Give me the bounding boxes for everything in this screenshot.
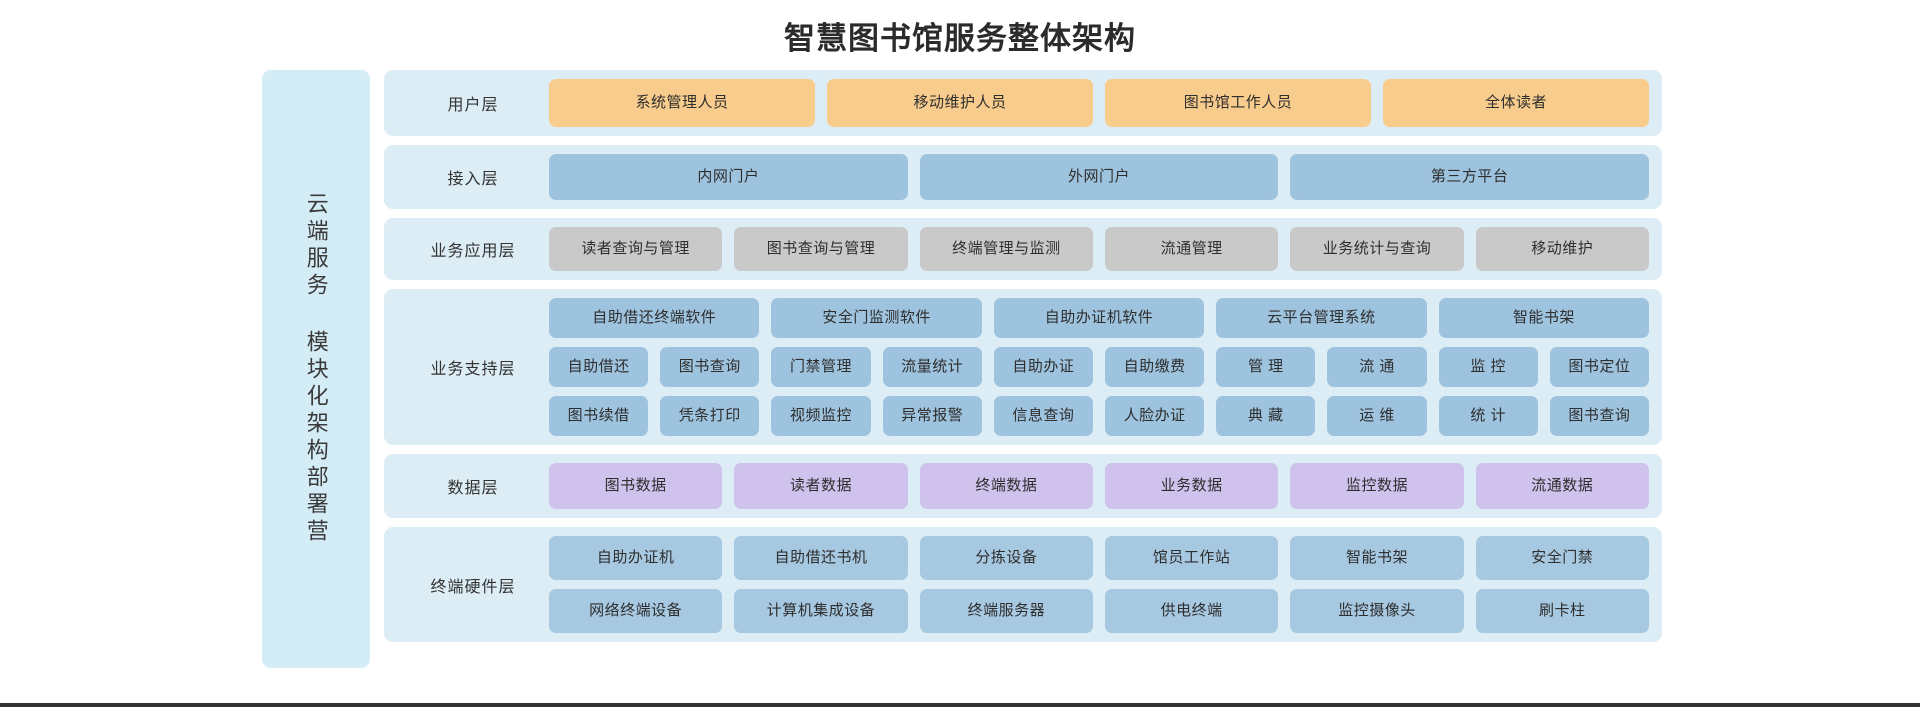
node-user[interactable]: 图书馆工作人员 <box>1105 79 1371 128</box>
node-support[interactable]: 门禁管理 <box>771 347 871 388</box>
node-support[interactable]: 图书查询 <box>1549 396 1650 437</box>
node-support[interactable]: 统 计 <box>1438 396 1538 437</box>
node-hw[interactable]: 自助借还书机 <box>734 536 908 581</box>
node-support[interactable]: 流量统计 <box>882 347 982 388</box>
node-hw[interactable]: 计算机集成设备 <box>734 589 908 634</box>
layer-body-app: 读者查询与管理图书查询与管理终端管理与监测流通管理业务统计与查询移动维护 <box>549 227 1649 272</box>
layer-row: 自助办证机自助借还书机分拣设备馆员工作站智能书架安全门禁 <box>549 536 1649 581</box>
layer-stack: 用户层 系统管理人员移动维护人员图书馆工作人员全体读者接入层 内网门户外网门户第三方… <box>384 70 1662 668</box>
node-access[interactable]: 第三方平台 <box>1290 154 1650 201</box>
cloud-service-banner-label: 云端服务 模块化架构部署营 <box>303 192 329 547</box>
layer-label-support: 业务支持层 <box>430 361 516 379</box>
node-support[interactable]: 自助办证机软件 <box>993 298 1205 339</box>
node-hw[interactable]: 网络终端设备 <box>549 589 723 634</box>
node-support[interactable]: 安全门监测软件 <box>771 298 982 339</box>
node-support[interactable]: 图书定位 <box>1549 347 1650 388</box>
layer-label-access: 接入层 <box>447 171 499 189</box>
node-app[interactable]: 移动维护 <box>1475 227 1649 272</box>
node-support[interactable]: 人脸办证 <box>1105 396 1205 437</box>
diagram-container: 云端服务 模块化架构部署营 用户层 系统管理人员移动维护人员图书馆工作人员全体读者… <box>0 70 1920 669</box>
node-user[interactable]: 系统管理人员 <box>549 79 815 128</box>
node-support[interactable]: 图书续借 <box>549 396 649 437</box>
layer-row: 网络终端设备计算机集成设备终端服务器供电终端监控摄像头刷卡柱 <box>549 589 1649 634</box>
node-data[interactable]: 终端数据 <box>919 463 1093 510</box>
node-support[interactable]: 智能书架 <box>1438 298 1650 339</box>
layer-body-support: 自助借还终端软件安全门监测软件自助办证机软件云平台管理系统智能书架自助借还图书查… <box>549 298 1650 437</box>
node-support[interactable]: 视频监控 <box>771 396 871 437</box>
node-support[interactable]: 典 藏 <box>1216 396 1316 437</box>
layer-hw: 终端硬件层自助办证机自助借还书机分拣设备馆员工作站智能书架安全门禁网络终端设备计… <box>384 527 1662 643</box>
layer-row: 内网门户外网门户第三方平台 <box>549 154 1650 201</box>
node-data[interactable]: 监控数据 <box>1290 463 1464 510</box>
node-support[interactable]: 监 控 <box>1438 347 1538 388</box>
node-support[interactable]: 云平台管理系统 <box>1216 298 1427 339</box>
node-support[interactable]: 图书查询 <box>660 347 760 388</box>
node-support[interactable]: 流 通 <box>1327 347 1427 388</box>
node-hw[interactable]: 馆员工作站 <box>1104 536 1279 581</box>
node-app[interactable]: 读者查询与管理 <box>549 227 723 272</box>
node-access[interactable]: 内网门户 <box>549 154 908 201</box>
node-support[interactable]: 信息查询 <box>993 396 1094 437</box>
node-hw[interactable]: 安全门禁 <box>1475 536 1649 581</box>
node-access[interactable]: 外网门户 <box>919 154 1279 201</box>
node-user[interactable]: 移动维护人员 <box>827 79 1093 128</box>
layer-row: 图书续借凭条打印视频监控异常报警信息查询人脸办证典 藏运 维统 计图书查询 <box>549 396 1650 437</box>
node-hw[interactable]: 监控摄像头 <box>1290 589 1464 634</box>
node-support[interactable]: 自助借还终端软件 <box>549 298 760 339</box>
layer-row: 自助借还终端软件安全门监测软件自助办证机软件云平台管理系统智能书架 <box>549 298 1650 339</box>
layer-support: 业务支持层自助借还终端软件安全门监测软件自助办证机软件云平台管理系统智能书架自助… <box>384 289 1662 446</box>
node-app[interactable]: 业务统计与查询 <box>1290 227 1464 272</box>
node-hw[interactable]: 分拣设备 <box>919 536 1093 581</box>
node-support[interactable]: 管 理 <box>1216 347 1316 388</box>
layer-label-hw: 终端硬件层 <box>430 578 516 596</box>
layer-row: 自助借还图书查询门禁管理流量统计自助办证自助缴费管 理流 通监 控图书定位 <box>549 347 1650 388</box>
node-app[interactable]: 终端管理与监测 <box>919 227 1093 272</box>
node-support[interactable]: 自助办证 <box>993 347 1094 388</box>
node-support[interactable]: 运 维 <box>1327 396 1427 437</box>
layer-body-data: 图书数据读者数据终端数据业务数据监控数据流通数据 <box>549 463 1649 510</box>
node-data[interactable]: 业务数据 <box>1104 463 1279 510</box>
layer-label-app: 业务应用层 <box>430 243 516 261</box>
page-title: 智慧图书馆服务整体架构 <box>784 21 1136 56</box>
node-hw[interactable]: 终端服务器 <box>919 589 1093 634</box>
layer-app: 业务应用层 读者查询与管理图书查询与管理终端管理与监测流通管理业务统计与查询移动维… <box>384 218 1662 281</box>
layer-label-user: 用户层 <box>447 97 499 115</box>
layer-row: 系统管理人员移动维护人员图书馆工作人员全体读者 <box>549 79 1649 128</box>
node-data[interactable]: 读者数据 <box>734 463 908 510</box>
layer-label-data: 数据层 <box>447 480 499 498</box>
node-hw[interactable]: 智能书架 <box>1290 536 1464 581</box>
node-support[interactable]: 异常报警 <box>882 396 982 437</box>
layer-user: 用户层 系统管理人员移动维护人员图书馆工作人员全体读者 <box>384 70 1662 137</box>
layer-body-user: 系统管理人员移动维护人员图书馆工作人员全体读者 <box>549 79 1649 128</box>
node-app[interactable]: 图书查询与管理 <box>734 227 908 272</box>
cloud-service-banner: 云端服务 模块化架构部署营 <box>262 70 370 669</box>
node-hw[interactable]: 刷卡柱 <box>1475 589 1649 634</box>
layer-data: 数据层 图书数据读者数据终端数据业务数据监控数据流通数据 <box>384 454 1662 519</box>
node-hw[interactable]: 自助办证机 <box>549 536 723 581</box>
node-hw[interactable]: 供电终端 <box>1104 589 1279 634</box>
node-app[interactable]: 流通管理 <box>1104 227 1279 272</box>
layer-row: 读者查询与管理图书查询与管理终端管理与监测流通管理业务统计与查询移动维护 <box>549 227 1649 272</box>
bottom-divider <box>0 703 1920 707</box>
node-support[interactable]: 凭条打印 <box>660 396 760 437</box>
node-user[interactable]: 全体读者 <box>1383 79 1649 128</box>
layer-body-access: 内网门户外网门户第三方平台 <box>549 154 1650 201</box>
layer-access: 接入层 内网门户外网门户第三方平台 <box>384 145 1662 210</box>
node-support[interactable]: 自助借还 <box>549 347 649 388</box>
node-data[interactable]: 流通数据 <box>1475 463 1649 510</box>
node-support[interactable]: 自助缴费 <box>1105 347 1205 388</box>
layer-body-hw: 自助办证机自助借还书机分拣设备馆员工作站智能书架安全门禁网络终端设备计算机集成设… <box>549 536 1649 634</box>
node-data[interactable]: 图书数据 <box>549 463 723 510</box>
layer-row: 图书数据读者数据终端数据业务数据监控数据流通数据 <box>549 463 1649 510</box>
